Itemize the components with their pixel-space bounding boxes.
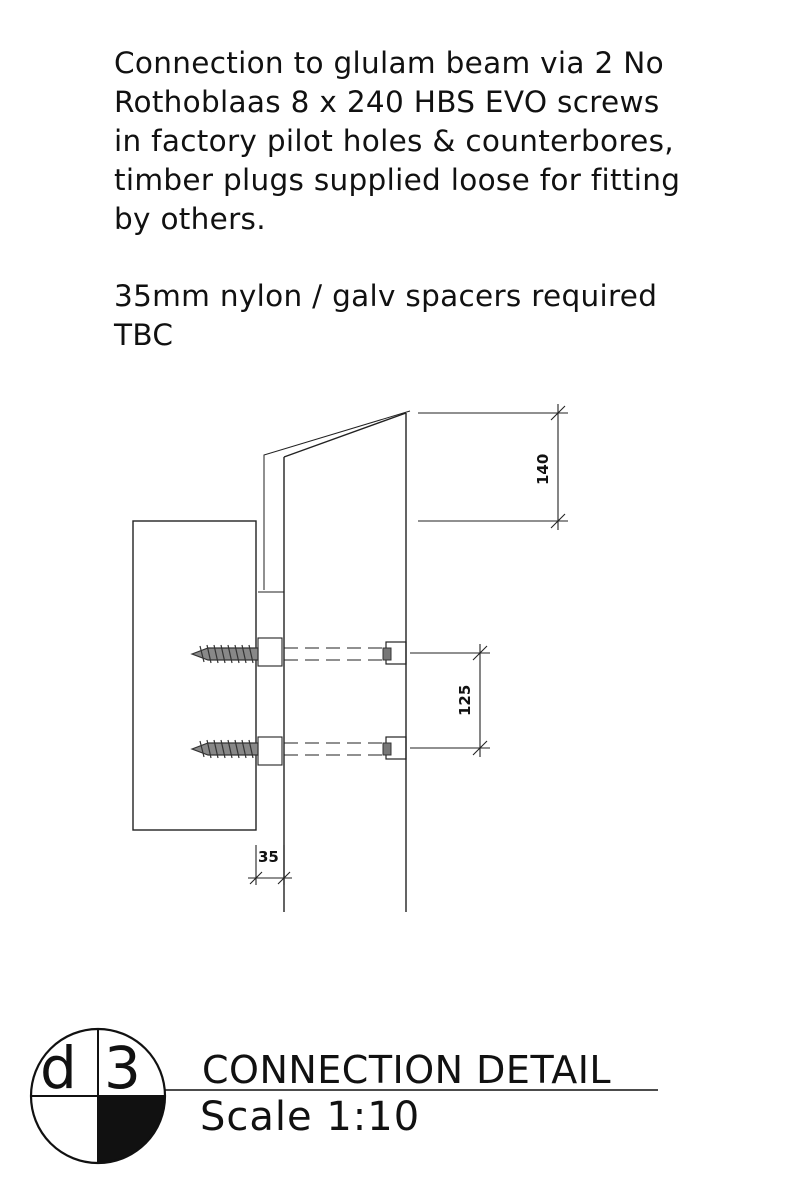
note-screws: Connection to glulam beam via 2 No Rotho…	[114, 44, 754, 239]
post-sloped-top	[283, 412, 407, 458]
screw-head-lower	[382, 742, 392, 756]
detail-title: CONNECTION DETAIL	[202, 1048, 612, 1092]
detail-reference-symbol: d 3	[29, 1027, 167, 1165]
note-line: by others.	[114, 202, 266, 236]
screw-thread-lower	[190, 739, 259, 759]
detail-letter: d	[40, 1034, 77, 1102]
dimension-125	[410, 644, 490, 757]
note-line: in factory pilot holes & counterbores,	[114, 124, 674, 158]
spacer-lower	[257, 736, 283, 766]
note-line: timber plugs supplied loose for fitting	[114, 163, 681, 197]
detail-number: 3	[104, 1034, 141, 1102]
spacer-upper	[257, 637, 283, 667]
detail-scale: Scale 1:10	[200, 1094, 421, 1140]
note-line: 35mm nylon / galv spacers required	[114, 279, 658, 313]
screw-head-upper	[382, 647, 392, 661]
screw-thread-upper	[190, 644, 259, 664]
dimension-35-label: 35	[258, 848, 279, 866]
dimension-140-label: 140	[534, 454, 552, 485]
note-line: Connection to glulam beam via 2 No	[114, 46, 664, 80]
screw-shank-lower	[284, 742, 386, 756]
screw-shank-upper	[284, 647, 386, 661]
note-line: TBC	[114, 318, 174, 352]
dimension-125-label: 125	[456, 685, 474, 716]
note-spacers: 35mm nylon / galv spacers required TBC	[114, 277, 754, 355]
glulam-beam	[132, 520, 257, 831]
dimension-35	[248, 845, 292, 885]
flashing-profile	[263, 410, 411, 590]
note-line: Rothoblaas 8 x 240 HBS EVO screws	[114, 85, 660, 119]
general-notes: Connection to glulam beam via 2 No Rotho…	[114, 44, 754, 355]
symbol-filled-quadrant	[98, 1096, 165, 1163]
dimension-140	[418, 404, 568, 530]
